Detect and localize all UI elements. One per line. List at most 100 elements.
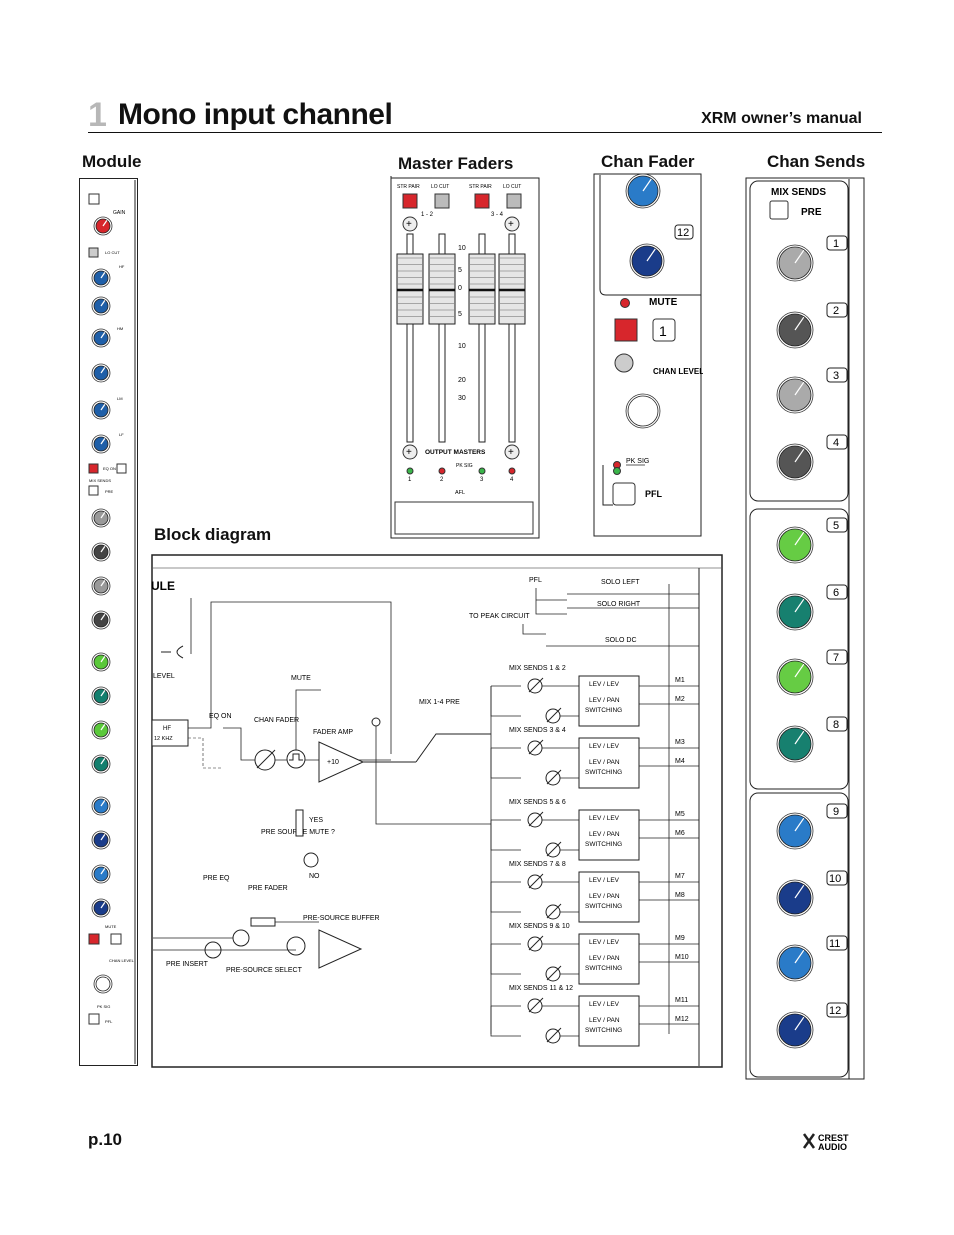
master-fader-3[interactable] bbox=[468, 233, 496, 443]
chanfader-pfl-label: PFL bbox=[645, 489, 663, 499]
module-send-knob-5[interactable] bbox=[91, 652, 111, 672]
block-lev-lev: LEV / LEV bbox=[589, 877, 620, 884]
chansends-knob-5[interactable] bbox=[776, 526, 814, 564]
chansends-num-5: 5 bbox=[833, 520, 839, 532]
chanfader-chanlevel-knob[interactable] bbox=[625, 393, 661, 429]
block-out-label: M11 bbox=[675, 997, 688, 1004]
block-mix14pre-label: MIX 1-4 PRE bbox=[419, 699, 460, 706]
block-out-label: M3 bbox=[675, 739, 685, 746]
module-eq-knob-3[interactable] bbox=[91, 296, 111, 316]
module-eq-knob-1[interactable] bbox=[93, 216, 113, 236]
chansends-knob-3[interactable] bbox=[776, 376, 814, 414]
block-out-label: M9 bbox=[675, 935, 685, 942]
module-locut-label: LO CUT bbox=[105, 250, 120, 255]
chanfader-jack bbox=[614, 353, 634, 373]
module-gain-label: GAIN bbox=[113, 210, 126, 216]
module-eq-knob-7[interactable] bbox=[91, 434, 111, 454]
module-send-knob-2[interactable] bbox=[91, 542, 111, 562]
block-out-label: M2 bbox=[675, 696, 685, 703]
module-eq-knob-2[interactable] bbox=[91, 268, 111, 288]
module-send-knob-9[interactable] bbox=[91, 796, 111, 816]
module-send-knob-6[interactable] bbox=[91, 686, 111, 706]
block-solodc-label: SOLO DC bbox=[605, 637, 637, 644]
chansends-num-10: 10 bbox=[829, 873, 841, 885]
master-fader-2[interactable] bbox=[428, 233, 456, 443]
master-strpair-label-1: STR PAIR bbox=[397, 184, 420, 190]
block-switching: SWITCHING bbox=[585, 903, 622, 910]
svg-text:+: + bbox=[508, 447, 514, 458]
chansends-knob-6[interactable] bbox=[776, 593, 814, 631]
section-title-module: Module bbox=[82, 152, 142, 171]
module-hm-label: HM bbox=[117, 326, 123, 331]
page-title: Mono input channel bbox=[118, 98, 393, 131]
chansends-knob-4[interactable] bbox=[776, 443, 814, 481]
chapter-number: 1 bbox=[88, 96, 107, 134]
module-send-knob-11[interactable] bbox=[91, 864, 111, 884]
module-send-knob-3[interactable] bbox=[91, 576, 111, 596]
block-lev-lev: LEV / LEV bbox=[589, 681, 620, 688]
master-fader-1[interactable] bbox=[396, 233, 424, 443]
module-send-knob-7[interactable] bbox=[91, 720, 111, 740]
chansends-knob-12[interactable] bbox=[776, 1011, 814, 1049]
block-send-group-label: MIX SENDS 3 & 4 bbox=[509, 727, 566, 734]
module-send-knob-12[interactable] bbox=[91, 898, 111, 918]
block-send-group-label: MIX SENDS 7 & 8 bbox=[509, 861, 566, 868]
block-send-group-label: MIX SENDS 9 & 10 bbox=[509, 923, 570, 930]
block-gain-label: +10 bbox=[327, 759, 339, 766]
chansends-knob-8[interactable] bbox=[776, 725, 814, 763]
chansends-pre-button[interactable] bbox=[769, 200, 789, 220]
module-lm-label: LM bbox=[117, 396, 123, 401]
master-scale-tick: 30 bbox=[458, 395, 466, 402]
section-title-block-diagram: Block diagram bbox=[154, 525, 272, 544]
block-out-label: M6 bbox=[675, 830, 685, 837]
chansends-num-6: 6 bbox=[833, 587, 839, 599]
module-hf-label: HF bbox=[119, 264, 125, 269]
module-mute-label: MUTE bbox=[105, 924, 117, 929]
block-presourceselect-label: PRE-SOURCE SELECT bbox=[226, 967, 303, 974]
chanfader-mute-button[interactable] bbox=[614, 318, 638, 342]
module-eq-knob-6[interactable] bbox=[91, 400, 111, 420]
block-preinsert-label: PRE INSERT bbox=[166, 961, 209, 968]
block-out-label: M4 bbox=[675, 758, 685, 765]
section-title-chan-fader: Chan Fader bbox=[601, 152, 695, 171]
block-switching: SWITCHING bbox=[585, 965, 622, 972]
module-send-knob-8[interactable] bbox=[91, 754, 111, 774]
chansends-knob-11[interactable] bbox=[776, 944, 814, 982]
master-fader-4[interactable] bbox=[498, 233, 526, 443]
module-eqon-label: EQ ON bbox=[103, 466, 116, 471]
master-pair-a: 1 - 2 bbox=[421, 212, 434, 218]
module-send-knob-1[interactable] bbox=[91, 508, 111, 528]
block-lev-lev: LEV / LEV bbox=[589, 939, 620, 946]
master-scale-tick: 20 bbox=[458, 377, 466, 384]
master-out-label: 3 bbox=[480, 477, 484, 483]
chanfader-send-num: 12 bbox=[677, 227, 689, 239]
module-send-knob-10[interactable] bbox=[91, 830, 111, 850]
chansends-num-7: 7 bbox=[833, 652, 839, 664]
block-faderamp-label: FADER AMP bbox=[313, 729, 353, 736]
chansends-knob-1[interactable] bbox=[776, 244, 814, 282]
chansends-knob-2[interactable] bbox=[776, 311, 814, 349]
chansends-knob-7[interactable] bbox=[776, 658, 814, 696]
chansends-num-2: 2 bbox=[833, 305, 839, 317]
master-scale-tick: 5 bbox=[458, 311, 462, 318]
chanfader-send-knob-12[interactable] bbox=[629, 243, 665, 279]
chanfader-send-knob-11[interactable] bbox=[625, 173, 661, 209]
module-eq-knob-5[interactable] bbox=[91, 363, 111, 383]
block-eqon-label: EQ ON bbox=[209, 713, 232, 720]
block-level-label: LEVEL bbox=[153, 673, 175, 680]
module-eq-knob-4[interactable] bbox=[91, 328, 111, 348]
svg-text:+: + bbox=[508, 219, 514, 230]
module-send-knob-4[interactable] bbox=[91, 610, 111, 630]
module-pksig-label: PK SIG bbox=[97, 1004, 110, 1009]
module-chanlevel-knob[interactable] bbox=[93, 974, 113, 994]
chansends-pre-label: PRE bbox=[801, 207, 822, 218]
chansends-knob-10[interactable] bbox=[776, 879, 814, 917]
master-out-label: 1 bbox=[408, 477, 412, 483]
chansends-knob-9[interactable] bbox=[776, 812, 814, 850]
chanfader-mute-num: 1 bbox=[659, 323, 667, 339]
module-mixsends-label: MIX SENDS bbox=[89, 478, 111, 483]
chanfader-pfl-button[interactable] bbox=[612, 482, 636, 506]
